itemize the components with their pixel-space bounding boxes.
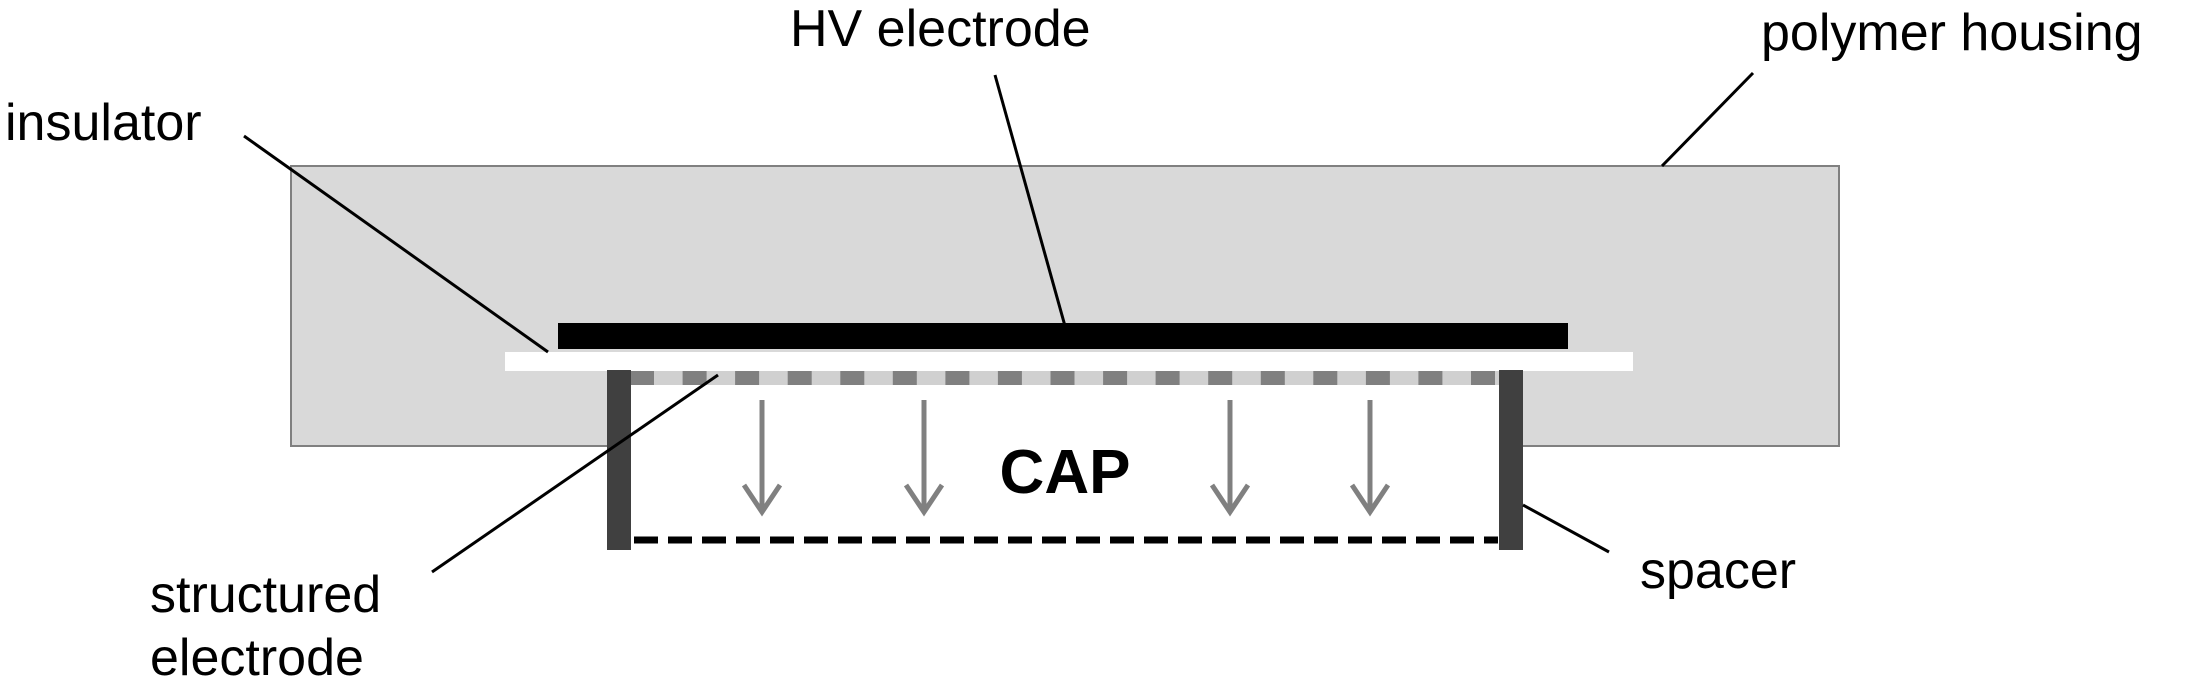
electrode-segment [1050, 371, 1075, 385]
label-structured-electrode-line1: structured [150, 566, 381, 624]
label-structured-electrode-line2: electrode [150, 629, 364, 685]
leader-insulator [243, 134, 549, 354]
electrode-segment [682, 371, 707, 385]
leader-spacer [1522, 503, 1610, 554]
structured-electrode [630, 371, 1495, 385]
hv-electrode [558, 323, 1568, 349]
electrode-segment [787, 371, 812, 385]
leader-polymer-housing [1660, 71, 1755, 168]
label-polymer-housing: polymer housing [1761, 4, 2143, 62]
spacer-left [607, 370, 631, 550]
plasma-flow-arrows [741, 400, 1391, 517]
cap-label: CAP [1000, 438, 1131, 507]
electrode-segment [1365, 371, 1390, 385]
electrode-segment [945, 371, 970, 385]
spacer-right [1499, 370, 1523, 550]
insulator [505, 352, 1633, 371]
electrode-segment [1155, 371, 1180, 385]
electrode-segment [997, 371, 1022, 385]
down-arrow-icon [741, 400, 783, 517]
electrode-segment [1313, 371, 1338, 385]
electrode-segment [1260, 371, 1285, 385]
electrode-segment [630, 371, 654, 385]
electrode-segment [1471, 371, 1495, 385]
down-arrow-icon [903, 400, 945, 517]
label-insulator: insulator [5, 94, 202, 152]
down-arrow-icon [1209, 400, 1251, 517]
label-spacer: spacer [1640, 542, 1796, 600]
electrode-segment [1418, 371, 1443, 385]
electrode-segment [1208, 371, 1233, 385]
label-hv-electrode: HV electrode [790, 0, 1091, 58]
electrode-segment [735, 371, 760, 385]
electrode-segment [1103, 371, 1128, 385]
electrode-segment [840, 371, 865, 385]
leader-structured-electrode [431, 373, 719, 574]
leader-hv-electrode [993, 74, 1067, 327]
down-arrow-icon [1349, 400, 1391, 517]
electrode-segment [892, 371, 917, 385]
